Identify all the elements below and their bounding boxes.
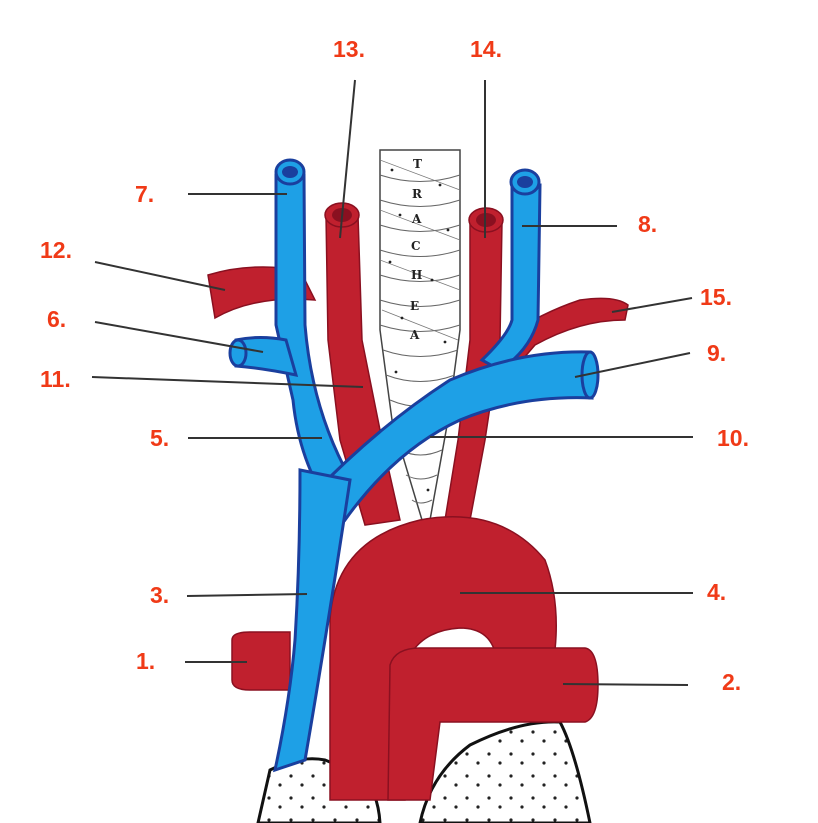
leader-lines — [91, 79, 693, 686]
label-14: 14. — [470, 36, 502, 62]
label-2: 2. — [722, 669, 741, 695]
trachea-letter-6: E — [410, 299, 419, 313]
trachea-letter-5: H — [411, 268, 422, 282]
trachea-letter-3: A — [411, 212, 422, 226]
right-lung-outline — [418, 720, 592, 823]
label-4: 4. — [707, 579, 726, 605]
label-11: 11. — [40, 366, 71, 392]
label-1: 1. — [136, 648, 155, 674]
label-5: 5. — [150, 425, 169, 451]
label-13: 13. — [333, 36, 365, 62]
vein-opening-left — [517, 176, 533, 188]
trachea-letter-2: R — [412, 187, 423, 201]
trachea-letter-4: C — [411, 239, 421, 253]
label-3: 3. — [150, 582, 169, 608]
trachea-letter-1: T — [413, 157, 422, 171]
label-12: 12. — [40, 237, 72, 263]
labels: 1. 2. 3. 4. 5. 6. 7. 8. 9. 10. 11. 12. 1… — [40, 36, 749, 695]
label-7: 7. — [135, 181, 154, 207]
trachea-letter-7: A — [409, 328, 420, 342]
label-9: 9. — [707, 340, 726, 366]
label-6: 6. — [47, 306, 66, 332]
label-8: 8. — [638, 211, 657, 237]
vein-opening-right — [282, 166, 298, 178]
label-15: 15. — [700, 284, 732, 310]
label-10: 10. — [717, 425, 749, 451]
